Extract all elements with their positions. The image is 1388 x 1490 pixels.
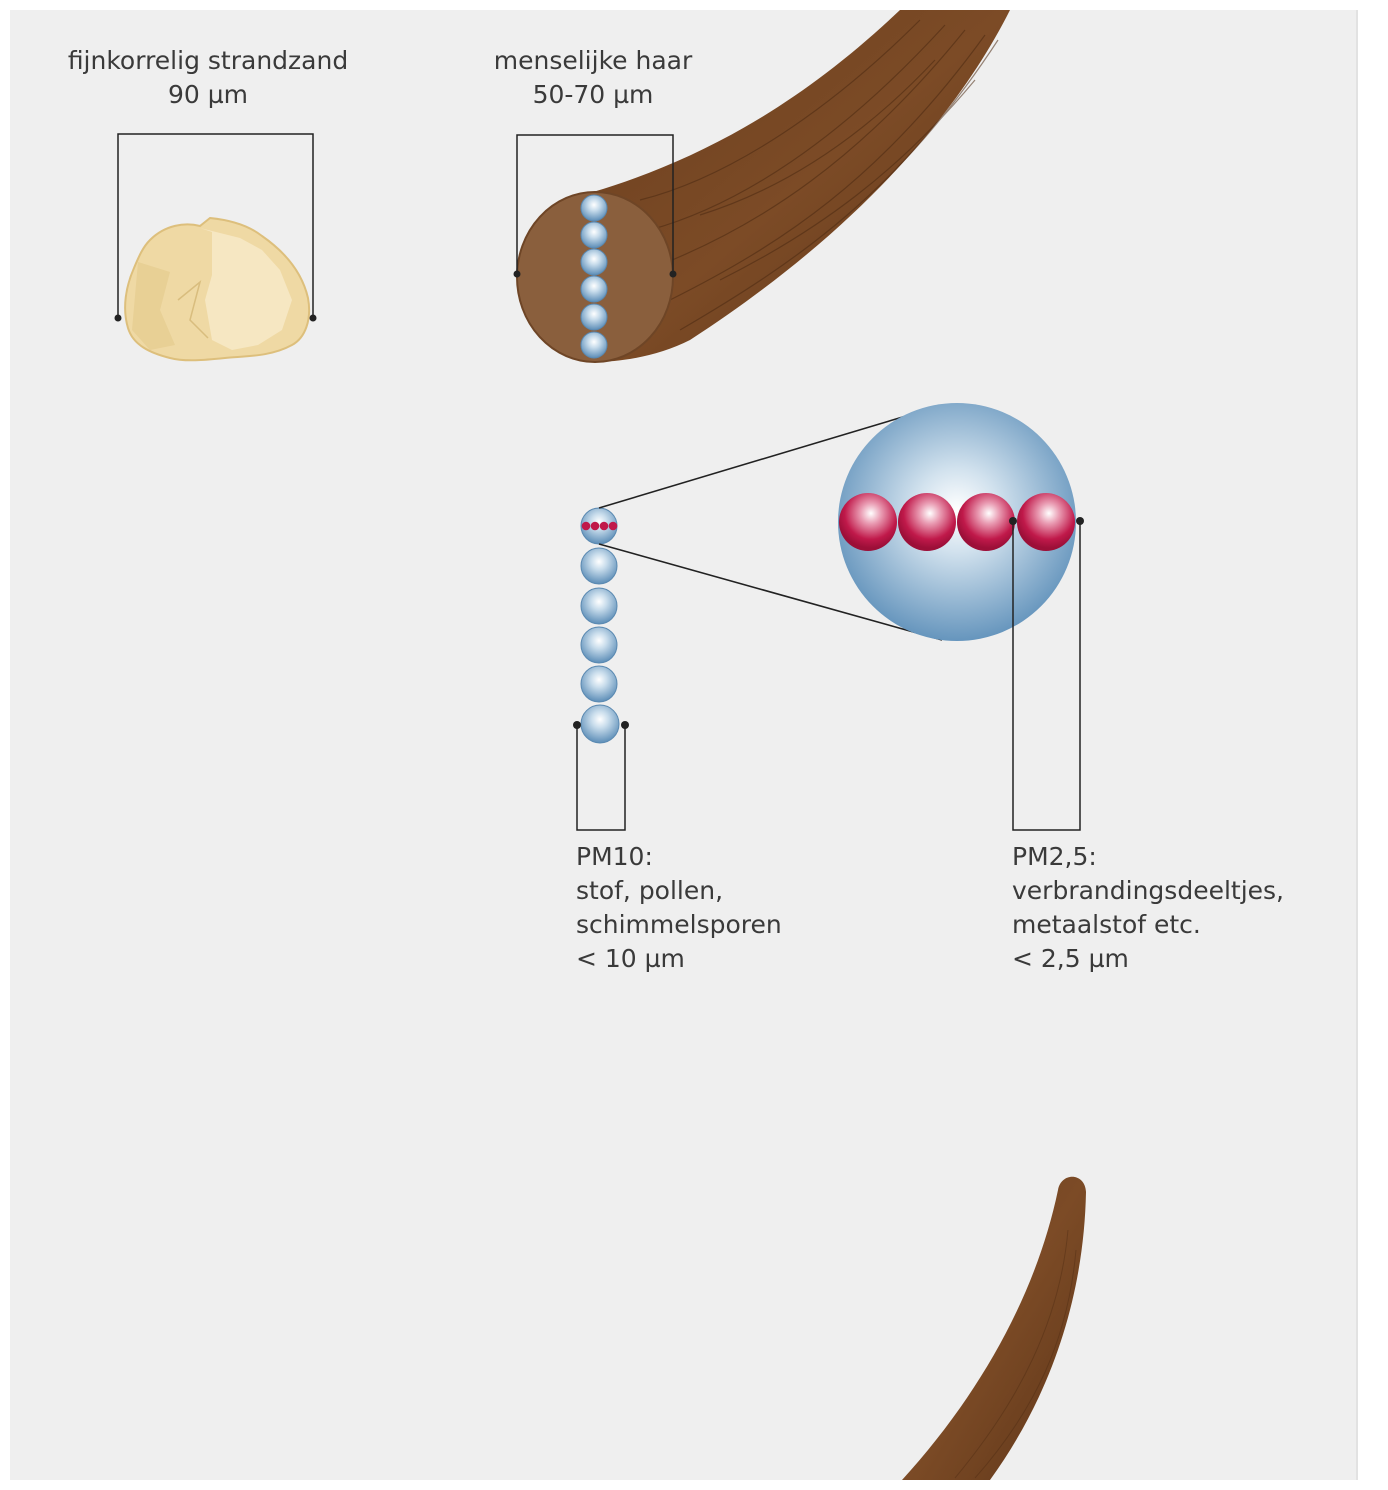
sand-grain (125, 218, 309, 360)
sand-grain-facet (200, 228, 292, 350)
pm10-stack (581, 508, 619, 743)
pm10-particle (581, 588, 617, 624)
pm10-label: PM10: stof, pollen, schimmelsporen < 10 … (576, 840, 782, 976)
pm25-line2: metaalstof etc. (1012, 908, 1284, 942)
pm25-particle (898, 493, 956, 551)
hair-strand-bottom (902, 1177, 1086, 1480)
hair-strand-bottom-body (902, 1177, 1086, 1480)
pm10-magnified (838, 403, 1076, 641)
sand-label: fijnkorrelig strandzand 90 µm (58, 44, 358, 112)
pm25-title: PM2,5: (1012, 840, 1284, 874)
pm10-line1: stof, pollen, (576, 874, 782, 908)
pm25-particle (957, 493, 1015, 551)
pm25-label: PM2,5: verbrandingsdeeltjes, metaalstof … (1012, 840, 1284, 976)
sand-bracket-dot-left (115, 315, 122, 322)
pm10-bracket-dot-left (573, 721, 581, 729)
pm25-line1: verbrandingsdeeltjes, (1012, 874, 1284, 908)
pm10-line2: schimmelsporen (576, 908, 782, 942)
pm25-particle (839, 493, 897, 551)
hair-name: menselijke haar (463, 44, 723, 78)
pm10-title: PM10: (576, 840, 782, 874)
hair-bracket-dot-left (514, 271, 521, 278)
hair-label: menselijke haar 50-70 µm (463, 44, 723, 112)
pm10-particle (581, 666, 617, 702)
sand-bracket-dot-right (310, 315, 317, 322)
pm25-particle (1017, 493, 1075, 551)
hair-size: 50-70 µm (463, 78, 723, 112)
sand-size: 90 µm (58, 78, 358, 112)
pm10-bracket-dot-right (621, 721, 629, 729)
pm25-size: < 2,5 µm (1012, 942, 1284, 976)
pm10-particle (581, 548, 617, 584)
pm10-particle (581, 627, 617, 663)
pm10-size: < 10 µm (576, 942, 782, 976)
pm25-bracket-dot-right (1076, 517, 1084, 525)
pm25-bracket-dot-left (1009, 517, 1017, 525)
pm10-particle (581, 705, 619, 743)
hair-bracket-dot-right (670, 271, 677, 278)
sand-name: fijnkorrelig strandzand (58, 44, 358, 78)
